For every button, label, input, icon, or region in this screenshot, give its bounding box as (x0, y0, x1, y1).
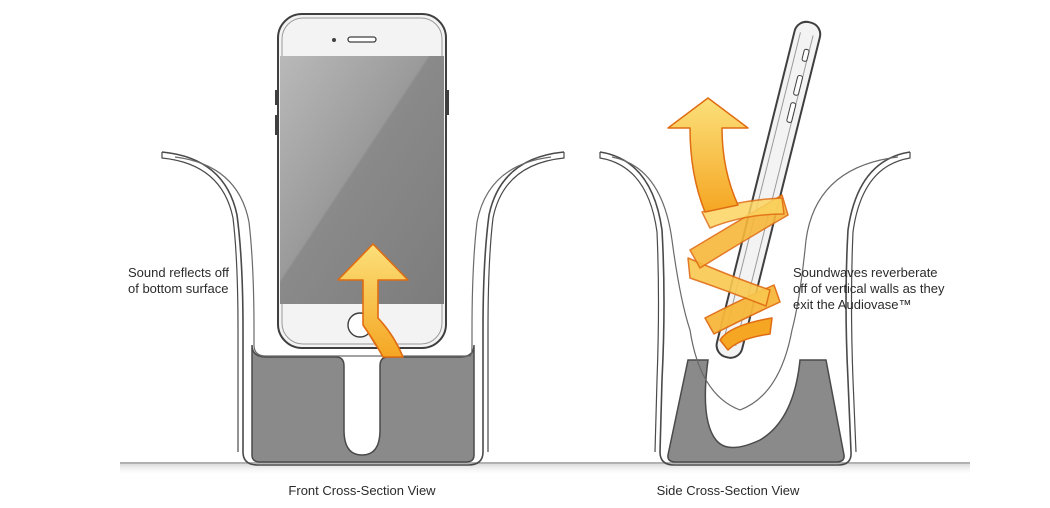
phone-speaker (347, 36, 377, 43)
side-vase-inner (611, 156, 899, 411)
front-vase-inner (174, 156, 552, 357)
callout-right-line-2: off of vertical walls as they (793, 281, 945, 296)
caption-side-view: Side Cross-Section View (656, 483, 800, 498)
side-button-1 (793, 75, 803, 96)
phone-side-view (715, 20, 822, 359)
front-vase-base (251, 344, 475, 463)
side-vase-shell (599, 151, 911, 466)
callout-right-line-3: exit the Audiovase™ (793, 297, 912, 312)
sound-arrow-front (337, 243, 409, 358)
phone-front-view (275, 13, 449, 349)
phone-camera (332, 38, 336, 42)
caption-front-view: Front Cross-Section View (288, 483, 436, 498)
side-button-2 (786, 102, 797, 123)
callout-right-line-1: Soundwaves reverberate (793, 265, 938, 280)
sound-arrow-spiral (667, 97, 789, 351)
callout-left-line-2: of bottom surface (128, 281, 229, 296)
side-vase-base (667, 359, 845, 463)
side-vase (599, 151, 911, 466)
callout-wall-reverberation: Soundwaves reverberate off of vertical w… (793, 265, 963, 313)
callout-bottom-reflection: Sound reflects off of bottom surface (128, 265, 258, 297)
front-vase (161, 151, 565, 466)
front-vase-shell (161, 151, 565, 466)
callout-left-line-1: Sound reflects off (128, 265, 229, 280)
side-button-3 (801, 48, 810, 62)
